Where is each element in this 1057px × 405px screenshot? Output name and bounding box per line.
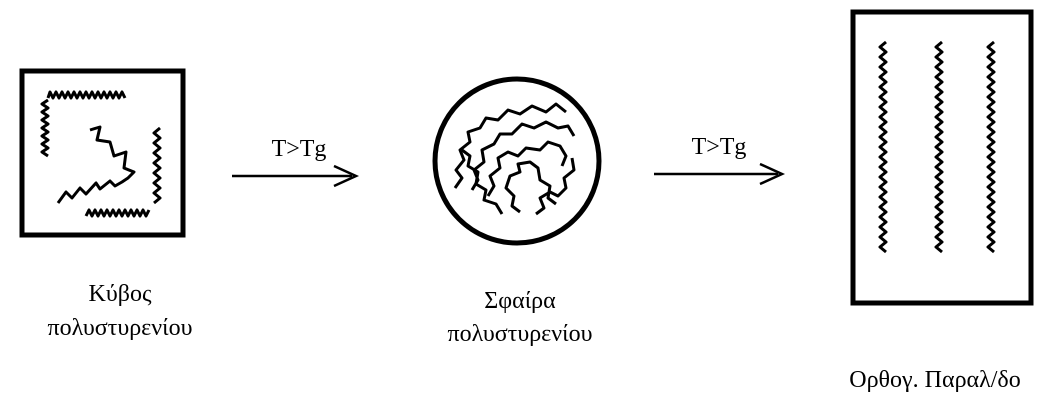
cube-chain-top	[46, 90, 127, 100]
arrow-right	[654, 162, 786, 186]
sphere-chain-5	[535, 157, 576, 216]
sphere-chain-3	[486, 140, 568, 197]
rect-chain-3	[986, 40, 996, 254]
cube-chain-bottom	[84, 208, 151, 218]
cube-label-line1: Κύβος	[88, 281, 152, 307]
sphere-label-line2: πολυστυρενίου	[447, 321, 593, 347]
rect-chain-2	[934, 40, 944, 254]
arrow-left	[232, 164, 360, 188]
cube-chain-left	[40, 98, 50, 158]
sphere-outline	[432, 76, 602, 246]
cube-chain-middle	[56, 125, 136, 204]
cube-label-line2: πολυστυρενίου	[47, 315, 193, 341]
arrow-right-label: T>Tg	[691, 134, 747, 160]
sphere-chain-2	[470, 120, 576, 191]
sphere-shape	[432, 76, 602, 246]
sphere-label-line1: Σφαίρα	[484, 288, 556, 314]
arrow-left-label: T>Tg	[271, 136, 327, 162]
cube-chain-right	[152, 126, 162, 205]
sphere-chain-4	[504, 160, 557, 214]
rect-shape	[850, 9, 1034, 306]
rect-chain-1	[878, 40, 888, 254]
cube-shape	[19, 68, 186, 238]
rect-label: Ορθογ. Παραλ/δο	[849, 367, 1021, 393]
sphere-chain-1	[453, 102, 567, 189]
sphere-chain-6	[461, 148, 504, 215]
cube-outline	[19, 68, 186, 238]
rect-outline	[850, 9, 1034, 306]
